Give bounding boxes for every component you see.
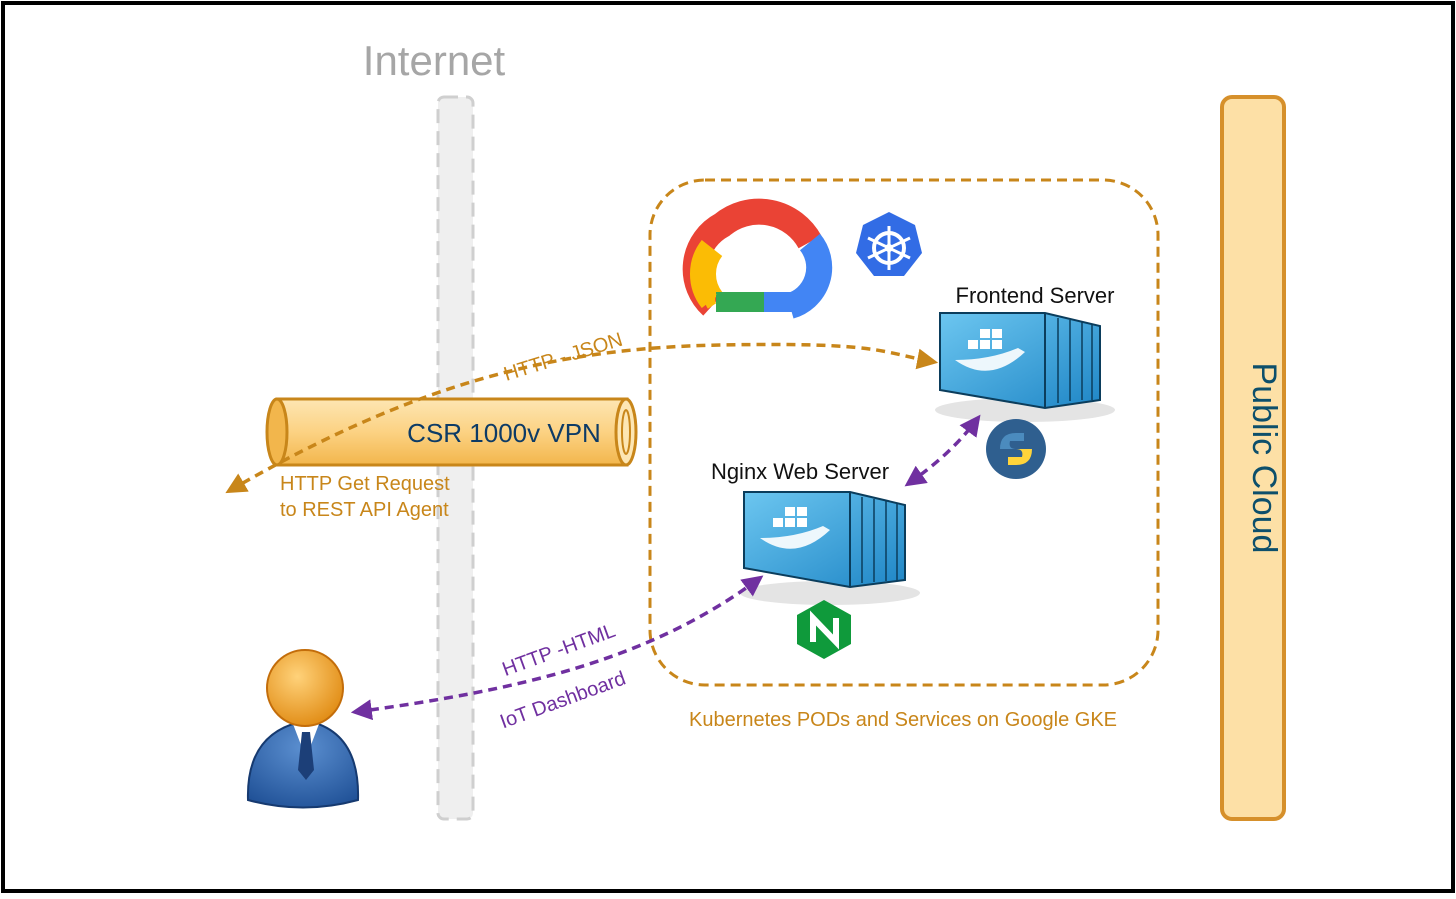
python-icon <box>986 419 1046 479</box>
cluster-label: Kubernetes PODs and Services on Google G… <box>689 709 1117 731</box>
nginx-container-icon <box>740 491 920 605</box>
http-html-arrow <box>350 575 764 721</box>
nginx-frontend-arrow <box>904 414 981 487</box>
user-icon <box>246 649 360 809</box>
http-json-arrow <box>225 342 939 494</box>
rest-api-agent-label: to REST API Agent <box>280 499 449 521</box>
http-get-request-label: HTTP Get Request <box>280 473 450 495</box>
public-cloud-label: Public Cloud <box>1245 363 1283 554</box>
vpn-label: CSR 1000v VPN <box>407 418 601 448</box>
google-cloud-icon <box>682 198 833 319</box>
frontend-server-label: Frontend Server <box>956 283 1115 308</box>
frontend-container-icon <box>935 312 1115 422</box>
kubernetes-icon <box>856 212 922 276</box>
nginx-server-label: Nginx Web Server <box>711 459 889 484</box>
nginx-logo-icon <box>797 600 851 659</box>
internet-label: Internet <box>363 37 506 84</box>
gke-cluster-boundary <box>648 178 1160 687</box>
public-cloud-column <box>1220 95 1286 821</box>
